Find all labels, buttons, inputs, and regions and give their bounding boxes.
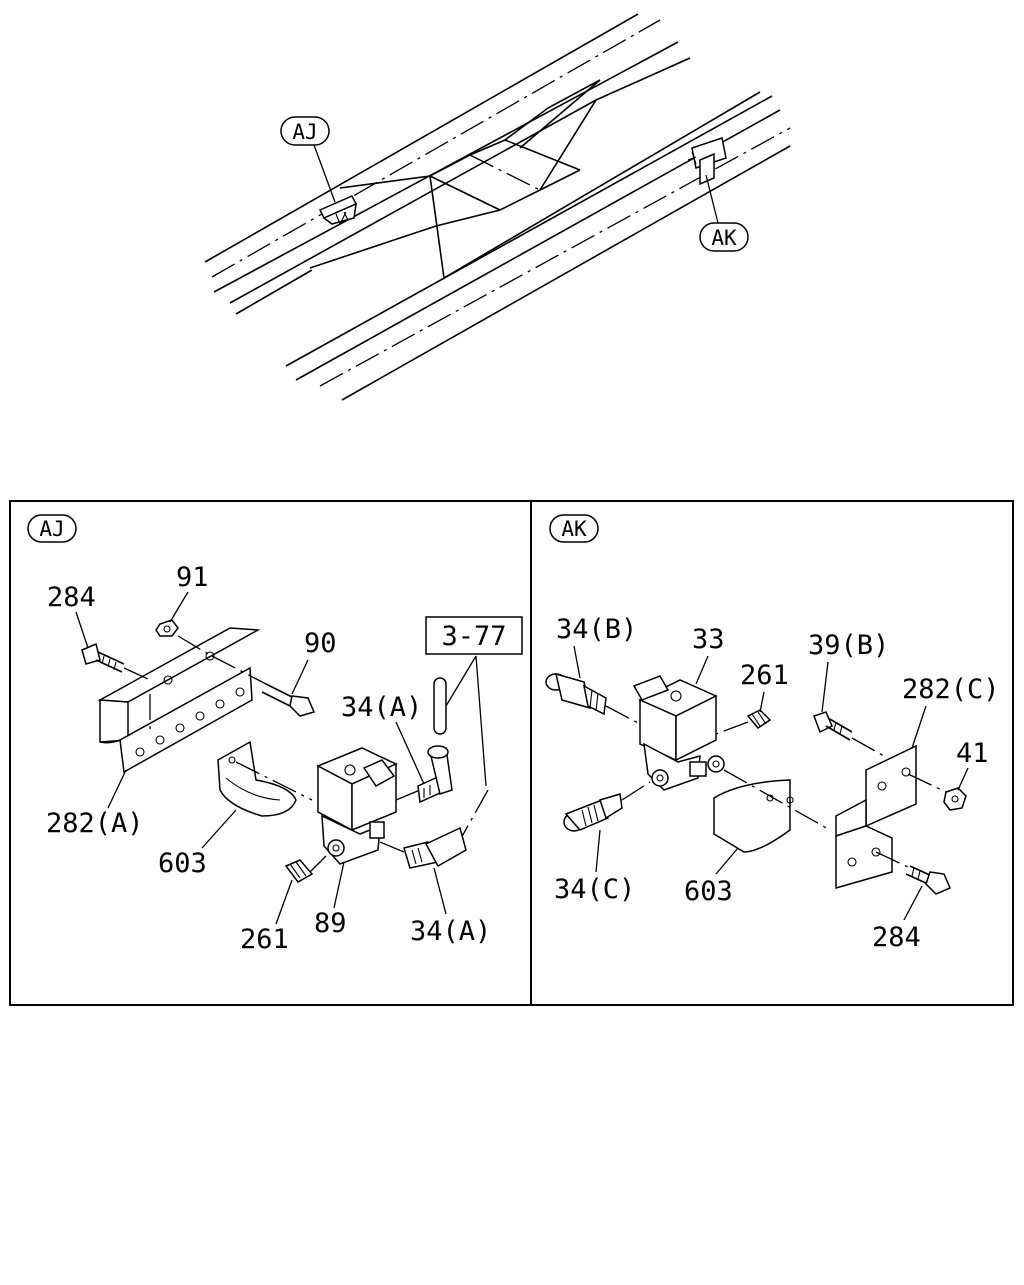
rail-left-edge-3b — [595, 57, 691, 101]
crossmember-diag-2 — [504, 139, 581, 171]
fitting-34a-upper — [395, 745, 453, 804]
nut-91 — [155, 619, 211, 656]
callout-aj-text: AJ — [292, 120, 317, 144]
label-284-aj: 284 — [47, 582, 96, 613]
bolt-90 — [211, 655, 316, 717]
ref-box-3-77-text: 3-77 — [441, 621, 506, 652]
label-34a-bottom: 34(A) — [410, 916, 491, 947]
rail-left-edge-1 — [204, 13, 639, 263]
plug-261-ak — [715, 709, 772, 735]
crossmember-diag-4 — [539, 99, 597, 191]
callout-ak-text: AK — [711, 226, 737, 250]
pipe-assembly — [433, 655, 489, 841]
plug-261-aj — [284, 855, 327, 883]
label-282c: 282(C) — [902, 674, 1000, 705]
nut-41 — [907, 773, 967, 811]
callout-aj: AJ — [280, 116, 336, 203]
bracket-282c — [835, 744, 917, 889]
panel-ak-tag: AK — [549, 514, 599, 543]
valve-89 — [316, 747, 398, 865]
crossmember-web — [429, 175, 445, 279]
mount-ak — [687, 137, 727, 186]
callout-ak: AK — [699, 174, 749, 252]
panel-aj-tag-text: AJ — [39, 517, 64, 541]
label-41: 41 — [956, 738, 989, 769]
bolt-284-aj — [81, 642, 151, 681]
bolt-284-ak — [875, 851, 951, 895]
rail-right-edge-4 — [341, 145, 791, 401]
valve-33 — [632, 675, 725, 791]
rail-left-centerline — [211, 19, 661, 278]
rail-right-edge-1a — [235, 269, 313, 315]
panel-aj-tag: AJ — [27, 514, 77, 543]
label-34a-top: 34(A) — [341, 692, 422, 723]
label-261-aj: 261 — [240, 924, 289, 955]
label-284-ak: 284 — [872, 922, 921, 953]
frame-overview: AJ AK — [204, 13, 791, 401]
rail-right-edge-1 — [443, 91, 761, 279]
detail-frame — [9, 500, 1014, 1006]
crossmember-center — [469, 154, 541, 191]
label-261-ak: 261 — [740, 660, 789, 691]
label-33: 33 — [692, 624, 725, 655]
label-91: 91 — [176, 562, 209, 593]
label-34c: 34(C) — [554, 874, 635, 905]
label-39b: 39(B) — [808, 630, 889, 661]
rail-right-centerline — [319, 127, 791, 387]
panel-ak: AK — [545, 514, 1000, 953]
label-603-ak: 603 — [684, 876, 733, 907]
crossmember-diag-3 — [519, 79, 601, 149]
rail-left-edge-3 — [229, 99, 597, 304]
fitting-34b — [545, 672, 641, 725]
rail-right-edge-2 — [285, 95, 773, 367]
panel-aj: AJ — [27, 514, 523, 955]
fitting-34a-lower — [379, 826, 467, 869]
crossmember-diag-1 — [429, 175, 501, 211]
cover-603-ak — [713, 769, 831, 853]
ref-box-3-77: 3-77 — [425, 616, 523, 655]
panel-ak-tag-text: AK — [561, 517, 587, 541]
label-603-aj: 603 — [158, 848, 207, 879]
mount-aj — [318, 195, 358, 226]
label-34b: 34(B) — [556, 614, 637, 645]
label-90: 90 — [304, 628, 337, 659]
bracket-282a — [97, 627, 261, 774]
label-89: 89 — [314, 908, 347, 939]
label-282a: 282(A) — [46, 808, 144, 839]
crossmember-upper — [339, 79, 601, 189]
bolt-39b — [813, 711, 885, 757]
cover-603-aj — [217, 740, 313, 817]
fitting-34c — [563, 781, 651, 832]
